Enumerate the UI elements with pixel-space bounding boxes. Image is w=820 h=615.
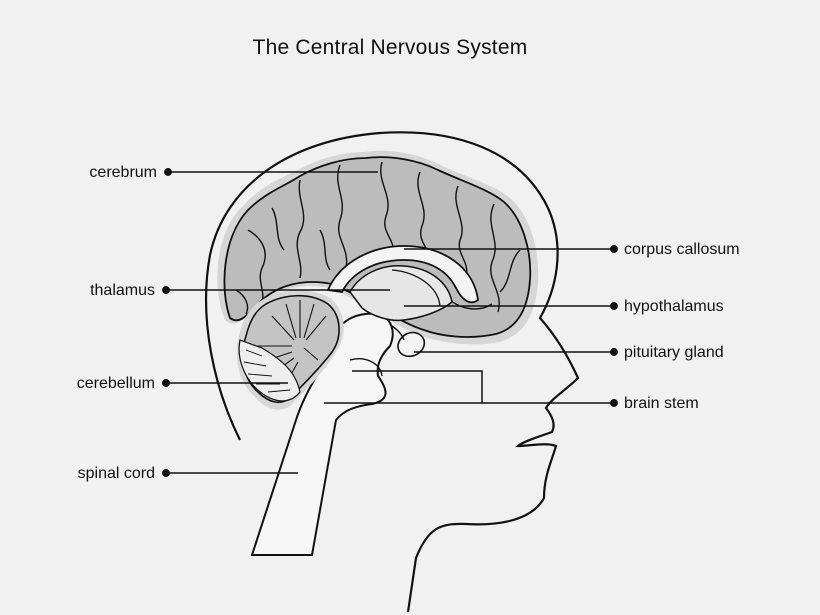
pituitary-gland-dot	[610, 348, 618, 356]
label-cerebellum: cerebellum	[77, 375, 155, 392]
hypothalamus-dot	[610, 302, 618, 310]
fornix-curve	[391, 269, 441, 307]
label-pituitary-gland: pituitary gland	[624, 344, 724, 361]
left-leader-lines	[162, 168, 390, 477]
diagram-title: The Central Nervous System	[252, 36, 528, 59]
corpus-callosum-shape	[326, 245, 479, 304]
thalamus-dot	[162, 286, 170, 294]
brain-stem-bracket-top	[352, 370, 483, 403]
label-spinal-cord: spinal cord	[78, 465, 155, 482]
brain-stem-inner	[349, 358, 383, 377]
label-thalamus: thalamus	[90, 282, 155, 299]
corpus-callosum-dot	[610, 245, 618, 253]
label-hypothalamus: hypothalamus	[624, 298, 724, 315]
cerebrum-dot	[164, 168, 172, 176]
cerebrum-folds	[235, 161, 521, 315]
spinal-cord-dot	[162, 469, 170, 477]
label-corpus-callosum: corpus callosum	[624, 241, 740, 258]
right-leader-lines	[324, 245, 618, 407]
brain-stem-dot	[610, 399, 618, 407]
label-cerebrum: cerebrum	[89, 164, 157, 181]
cerebellum-dot	[162, 379, 170, 387]
label-brain-stem: brain stem	[624, 395, 699, 412]
cerebellum-lower-ridges	[243, 349, 291, 393]
pituitary-stalk	[391, 325, 405, 341]
cerebellum-lower-lobe	[238, 339, 301, 402]
